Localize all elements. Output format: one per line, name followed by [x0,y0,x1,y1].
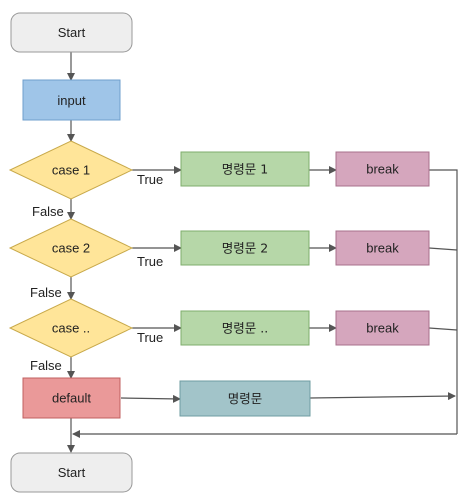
default-node: default [22,377,121,419]
true-label-3: True [137,330,163,345]
edge-labels: True True True False False False [30,172,163,373]
statement1-node-label: 명령문 1 [222,162,268,177]
input-node: input [22,79,121,121]
case3-decision: case .. [8,298,134,358]
statement3-node-label: 명령문 .. [222,321,268,336]
default-statement-node-label: 명령문 [228,391,263,406]
statement3-node: 명령문 .. [180,310,310,346]
case2-decision-shape [8,218,134,278]
input-node-label: input [57,93,86,108]
statement1-node-shape [180,151,310,187]
break2-node-shape [335,230,430,266]
true-label-1: True [137,172,163,187]
case3-decision-shape [8,298,134,358]
edges [67,52,458,453]
end-node: Start [10,452,133,493]
break3-node: break [335,310,430,346]
case2-decision: case 2 [8,218,134,278]
break2-node: break [335,230,430,266]
statement1-node: 명령문 1 [180,151,310,187]
false-label-3: False [30,358,62,373]
end-node-label: Start [58,465,86,480]
edge-break3-exit [428,327,458,331]
edge-break2-exit [428,247,458,251]
default-statement-node-shape [179,380,311,417]
case2-decision-label: case 2 [52,241,90,256]
break1-node-shape [335,151,430,187]
start-node: Start [10,12,133,53]
case1-decision: case 1 [8,140,134,200]
start-node-shape [10,12,133,53]
break2-node-label: break [366,241,399,256]
default-node-shape [22,377,121,419]
edge-default-to-stmt [120,394,181,403]
default-node-label: default [52,391,91,406]
edge-break1-exit [429,169,458,434]
false-label-1: False [32,204,64,219]
statement2-node-label: 명령문 2 [222,241,268,256]
statement2-node: 명령문 2 [180,230,310,266]
false-label-2: False [30,285,62,300]
break3-node-label: break [366,321,399,336]
case3-decision-label: case .. [52,321,90,336]
edge-stmt-default-exit [309,392,456,401]
default-statement-node: 명령문 [179,380,311,417]
statement2-node-shape [180,230,310,266]
true-label-2: True [137,254,163,269]
case1-decision-shape [8,140,134,200]
end-node-shape [10,452,133,493]
input-node-shape [22,79,121,121]
statement3-node-shape [180,310,310,346]
case1-decision-label: case 1 [52,163,90,178]
break1-node-label: break [366,162,399,177]
break1-node: break [335,151,430,187]
start-node-label: Start [58,25,86,40]
break3-node-shape [335,310,430,346]
